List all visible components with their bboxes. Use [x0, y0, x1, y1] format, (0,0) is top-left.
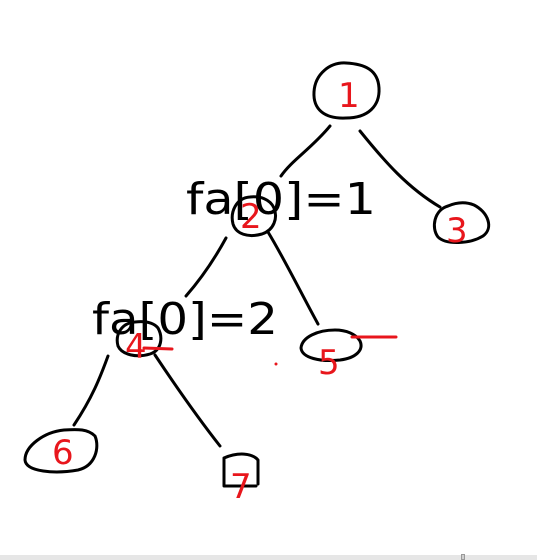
annotation-node-2: fa[0]=1	[186, 174, 376, 225]
edge-4-7	[153, 353, 222, 448]
scroll-indicator	[461, 554, 465, 560]
edge-1-2	[279, 124, 332, 178]
node-7-circle	[222, 452, 260, 488]
edge-2-5	[266, 230, 320, 326]
node-4-label-stroke	[142, 346, 174, 351]
node-5-label: 5	[318, 343, 340, 383]
edge-4-6	[72, 354, 110, 427]
edge-2-4	[184, 236, 228, 298]
node-2-circle	[230, 195, 277, 238]
node-1-label: 1	[338, 76, 360, 116]
node-4-circle	[115, 320, 163, 358]
stray-red-dot	[274, 362, 278, 366]
node-2-label: 2	[240, 197, 262, 237]
node-3-circle	[432, 201, 491, 244]
node-3-label: 3	[446, 211, 468, 251]
node-7-label: 7	[230, 467, 252, 507]
node-6-label: 6	[52, 433, 74, 473]
node-1-circle	[312, 61, 381, 120]
node-4-label: 4	[125, 327, 147, 367]
edge-1-3	[358, 129, 442, 209]
bottom-status-strip	[0, 555, 537, 560]
node-6-circle	[23, 428, 99, 474]
annotation-node-4: fa[0]=2	[92, 294, 278, 345]
